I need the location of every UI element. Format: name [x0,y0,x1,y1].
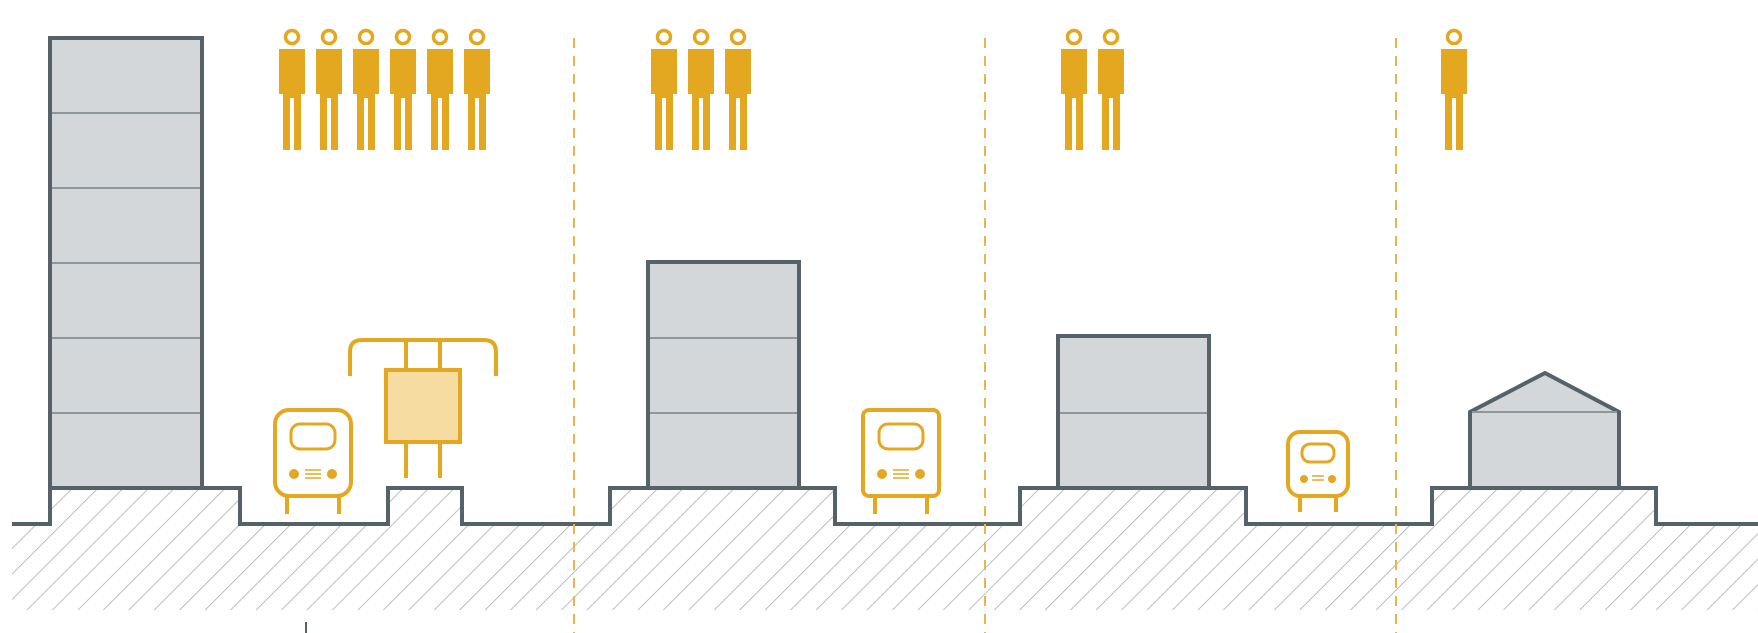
ground [12,486,1758,610]
person-icon [425,28,455,150]
person-icon [1096,28,1126,150]
people-group-zone-1 [277,28,492,150]
bus-icon [1286,430,1350,512]
ground-hatch [12,488,1758,610]
people [277,28,1469,150]
person-icon [462,28,492,150]
people-group-zone-4 [1439,28,1469,150]
building-midrise [646,260,801,490]
person-icon [649,28,679,150]
building-lowrise [1056,334,1211,490]
zone-dividers [573,38,1397,633]
building-house [1468,370,1621,490]
people-group-zone-3 [1059,28,1126,150]
person-icon [686,28,716,150]
person-icon [1059,28,1089,150]
person-icon [388,28,418,150]
building-tower [48,36,204,490]
buildings [48,36,1621,490]
person-icon [723,28,753,150]
bus-icon [861,408,941,514]
person-icon [351,28,381,150]
vehicles [273,338,1350,514]
bus-icon [273,408,353,514]
person-icon [1439,28,1469,150]
person-icon [314,28,344,150]
tram-icon [348,338,498,478]
person-icon [277,28,307,150]
people-group-zone-2 [649,28,753,150]
